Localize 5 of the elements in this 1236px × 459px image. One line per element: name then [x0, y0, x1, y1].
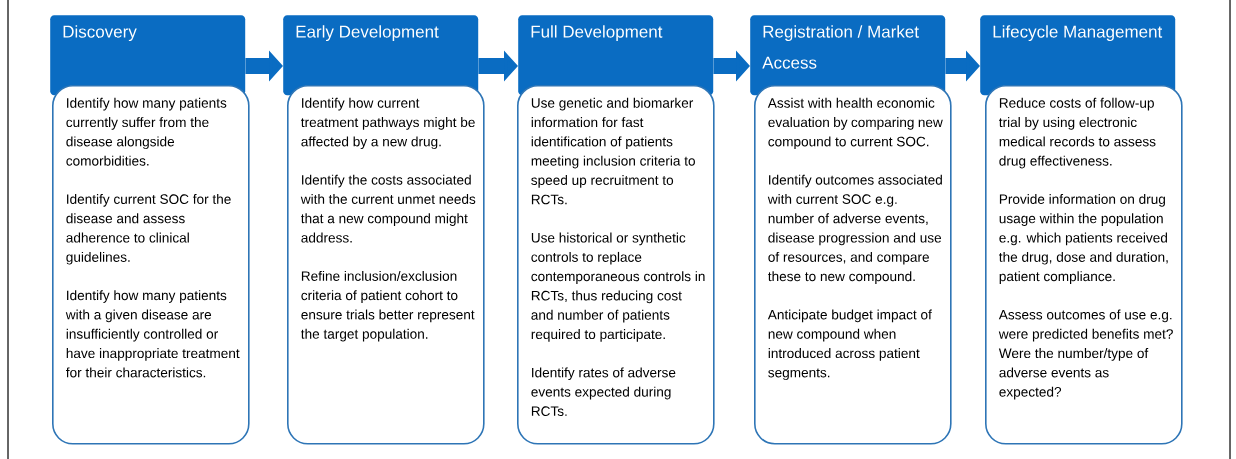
text-card: Use genetic and biomarker information for fast identification of patients meeting inclusion criteria to speed up recruitment to RCTs. Use historical or synthetic controls to replace contemporaneous controls in RCTs, thus reducing cost and number of patients required to participate. Identify rates of adverse events expected during RCTs.: [517, 85, 715, 445]
text-card: Identify how many patients currently suffer from the disease alongside comorbidities. Identify current SOC for the disease and assess adherence to clinical guidelines. Identify how many patients with a given disease are insufficiently controlled or have inappropriate treatment for their characteristics.: [52, 85, 250, 445]
text-card: Identify how current treatment pathways might be affected by a new drug. Identify the costs associated with the current unmet needs that a new compound might address. Refine inclusion/exclusion criteria of patient cohort to ensure trials better represent the target population.: [287, 85, 485, 445]
text-card: Reduce costs of follow-up trial by using electronic medical records to assess drug effectiveness. Provide information on drug usage within the population e.g. which patients received the drug, dose and duration, patient compliance. Assess outcomes of use e.g. were predicted benefits met? Were the number/type of adverse events as expected?: [985, 85, 1183, 445]
text-card: Assist with health economic evaluation by comparing new compound to current SOC. Identify outcomes associated with current SOC e.g. number of adverse events, disease progression and use of resources, and compare these to new compound. Anticipate budget impact of new compound when introduced across patient segments.: [754, 85, 952, 445]
